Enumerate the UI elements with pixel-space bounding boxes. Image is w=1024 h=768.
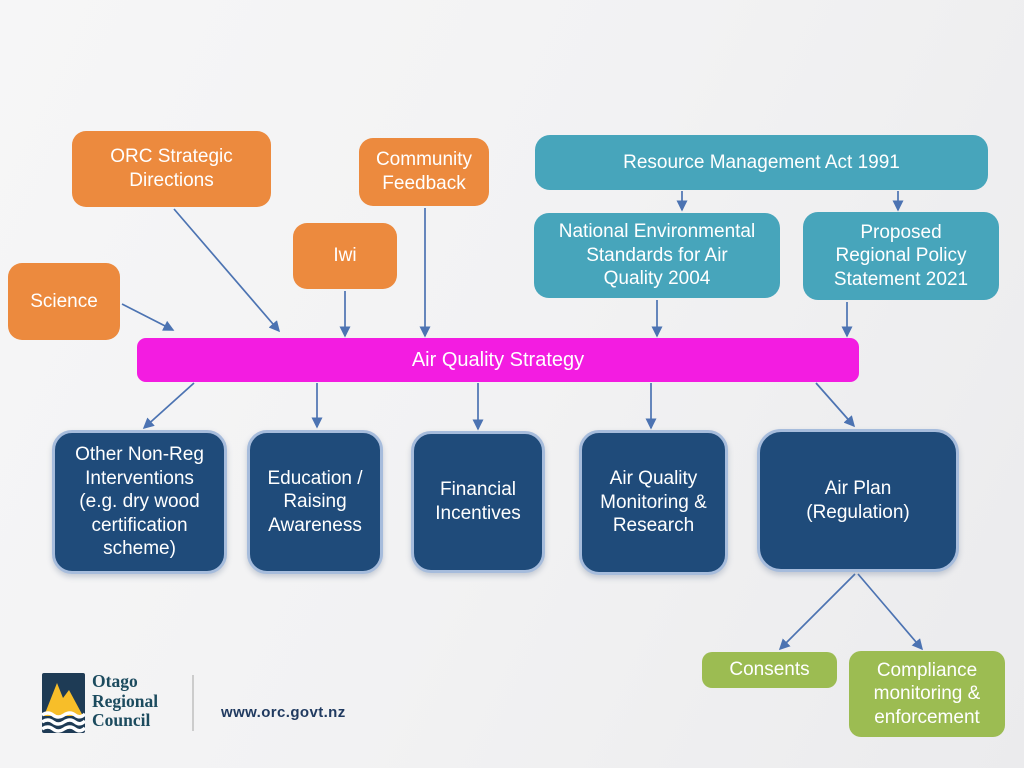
website-url: www.orc.govt.nz bbox=[221, 704, 346, 721]
node-air-quality-strategy-label: Air Quality Strategy bbox=[411, 348, 585, 371]
node-air-quality-monitoring-research-label: Air Quality Monitoring & Research bbox=[600, 468, 707, 537]
node-national-environmental-standards-label: National Environmental Standards for Air… bbox=[558, 221, 756, 290]
arrow-science-to-strategy bbox=[121, 303, 175, 331]
arrow-airplan-to-compliance bbox=[857, 573, 924, 651]
node-air-plan-regulation-label: Air Plan (Regulation) bbox=[806, 477, 910, 523]
node-iwi: Iwi bbox=[293, 223, 397, 289]
arrow-strategy-to-other bbox=[142, 382, 195, 430]
node-science-label: Science bbox=[30, 290, 98, 312]
node-iwi-label: Iwi bbox=[333, 245, 357, 267]
node-proposed-regional-policy-statement-label: Proposed Regional Policy Statement 2021 bbox=[833, 221, 969, 290]
org-name-line1: Otago bbox=[92, 671, 138, 691]
node-air-quality-monitoring-research: Air Quality Monitoring & Research bbox=[579, 430, 728, 575]
node-science: Science bbox=[8, 263, 120, 340]
arrow-orc-to-strategy bbox=[173, 208, 281, 333]
footer-divider bbox=[192, 675, 194, 731]
node-consents-label: Consents bbox=[729, 659, 810, 681]
node-other-non-reg-interventions-label: Other Non-Reg Interventions (e.g. dry wo… bbox=[75, 444, 204, 560]
node-air-plan-regulation: Air Plan (Regulation) bbox=[757, 429, 959, 572]
node-other-non-reg-interventions: Other Non-Reg Interventions (e.g. dry wo… bbox=[52, 430, 227, 574]
orc-logo-icon bbox=[42, 673, 85, 733]
node-community-feedback: Community Feedback bbox=[359, 138, 489, 206]
node-compliance-monitoring-enforcement-label: Compliance monitoring & enforcement bbox=[873, 659, 981, 728]
org-name-line3: Council bbox=[92, 710, 151, 730]
node-financial-incentives-label: Financial Incentives bbox=[435, 479, 521, 524]
node-orc-strategic-directions: ORC Strategic Directions bbox=[72, 131, 271, 207]
node-education-raising-awareness: Education / Raising Awareness bbox=[247, 430, 383, 574]
node-financial-incentives: Financial Incentives bbox=[411, 431, 545, 573]
org-name: Otago Regional Council bbox=[92, 671, 159, 731]
node-orc-strategic-directions-label: ORC Strategic Directions bbox=[110, 146, 233, 191]
arrow-strategy-to-airplan bbox=[815, 382, 856, 428]
node-air-quality-strategy: Air Quality Strategy bbox=[137, 338, 859, 382]
node-compliance-monitoring-enforcement: Compliance monitoring & enforcement bbox=[849, 651, 1005, 737]
node-community-feedback-label: Community Feedback bbox=[375, 149, 473, 194]
node-resource-management-act-label: Resource Management Act 1991 bbox=[623, 151, 900, 173]
node-proposed-regional-policy-statement: Proposed Regional Policy Statement 2021 bbox=[803, 212, 999, 300]
node-consents: Consents bbox=[702, 652, 837, 688]
node-education-raising-awareness-label: Education / Raising Awareness bbox=[267, 467, 363, 536]
arrow-airplan-to-consents bbox=[778, 573, 856, 651]
node-national-environmental-standards: National Environmental Standards for Air… bbox=[534, 213, 780, 298]
node-resource-management-act: Resource Management Act 1991 bbox=[535, 135, 988, 190]
org-name-line2: Regional bbox=[92, 690, 159, 711]
